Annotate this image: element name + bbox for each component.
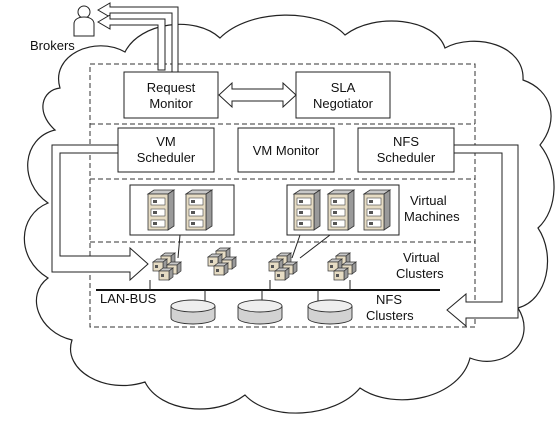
request-to-broker-arrow: [97, 14, 166, 71]
server-cluster-icon: [267, 252, 299, 281]
server-rack-icon: [362, 189, 392, 231]
storage-disk-icon: [237, 299, 283, 325]
vm-scheduler-label-line2: Scheduler: [137, 150, 196, 165]
vm-to-cluster-connector-left: [177, 234, 181, 259]
sla-negotiator-label-line2: Negotiator: [313, 96, 374, 111]
server-cluster-icon: [326, 252, 358, 281]
nfs-scheduler-box: [357, 127, 455, 173]
vm-to-cluster-connector-right-2: [299, 234, 331, 259]
outer-dashed-frame: [89, 63, 476, 328]
request-sla-double-arrow: [218, 81, 297, 109]
vm-to-cluster-connector-right-1: [291, 234, 301, 259]
request-monitor-box: [123, 71, 219, 119]
server-rack-icon: [292, 189, 322, 231]
virtual-clusters-label-line2: Clusters: [396, 266, 444, 281]
nfs-scheduler-label-line1: NFS: [393, 134, 419, 149]
vm-group-left-box: [129, 184, 235, 236]
nfs-scheduler-to-clusters-arrow: [446, 144, 519, 328]
nfs-scheduler-label-line2: Scheduler: [377, 150, 436, 165]
server-rack-icon: [146, 189, 176, 231]
server-rack-icon: [326, 189, 356, 231]
nfs-clusters-label-line1: NFS: [376, 292, 402, 307]
vm-monitor-box: [237, 127, 335, 173]
virtual-clusters-label-line1: Virtual: [403, 250, 440, 265]
server-rack-icon: [184, 189, 214, 231]
storage-disk-icon: [307, 299, 353, 325]
sla-negotiator-box: [295, 71, 391, 119]
vm-scheduler-label-line1: VM: [156, 134, 176, 149]
vm-scheduler-box: [117, 127, 215, 173]
brokers-label: Brokers: [30, 38, 75, 53]
virtual-machines-label-line1: Virtual: [410, 193, 447, 208]
nfs-clusters-label-line2: Clusters: [366, 308, 414, 323]
storage-disk-icon: [170, 299, 216, 325]
request-monitor-label-line2: Monitor: [149, 96, 193, 111]
server-cluster-icon: [206, 247, 238, 276]
person-icon: [73, 5, 95, 37]
vm-scheduler-to-clusters-arrow: [51, 144, 149, 282]
sla-negotiator-label-line1: SLA: [331, 80, 356, 95]
vm-monitor-label: VM Monitor: [253, 143, 320, 158]
request-monitor-label-line1: Request: [147, 80, 196, 95]
lan-bus-label: LAN-BUS: [100, 291, 157, 306]
virtual-machines-label-line2: Machines: [404, 209, 460, 224]
server-cluster-icon: [151, 252, 183, 281]
